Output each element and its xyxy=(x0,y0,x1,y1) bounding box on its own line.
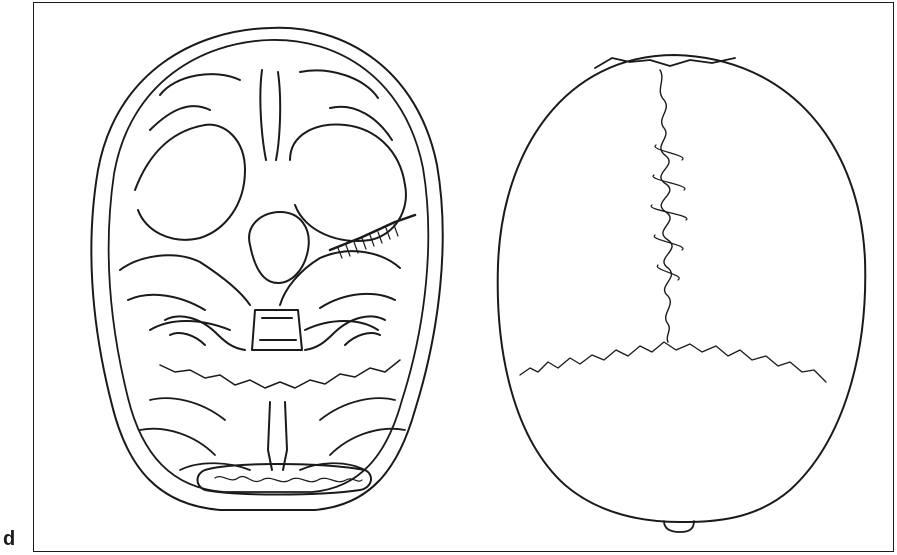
sagittal-suture xyxy=(660,70,672,342)
skull-vertex-outline xyxy=(498,55,866,522)
internal-occipital-crest xyxy=(268,402,287,470)
anterior-fossa-right xyxy=(290,70,406,241)
occipital-texture xyxy=(215,476,362,481)
sphenoid-ridge-right xyxy=(330,215,415,250)
crista-galli xyxy=(260,70,280,160)
clivus xyxy=(252,310,302,350)
skull-vertex-drawing xyxy=(498,55,866,532)
sagittal-suture-interdigitation xyxy=(651,145,687,280)
anterior-fossa-left xyxy=(135,74,245,240)
skull-base-drawing xyxy=(91,28,442,510)
lambdoid-suture xyxy=(520,342,826,382)
middle-fossa-left xyxy=(120,255,250,330)
lambdoid-line xyxy=(160,360,400,388)
skull-base-outer-contour xyxy=(91,28,442,510)
